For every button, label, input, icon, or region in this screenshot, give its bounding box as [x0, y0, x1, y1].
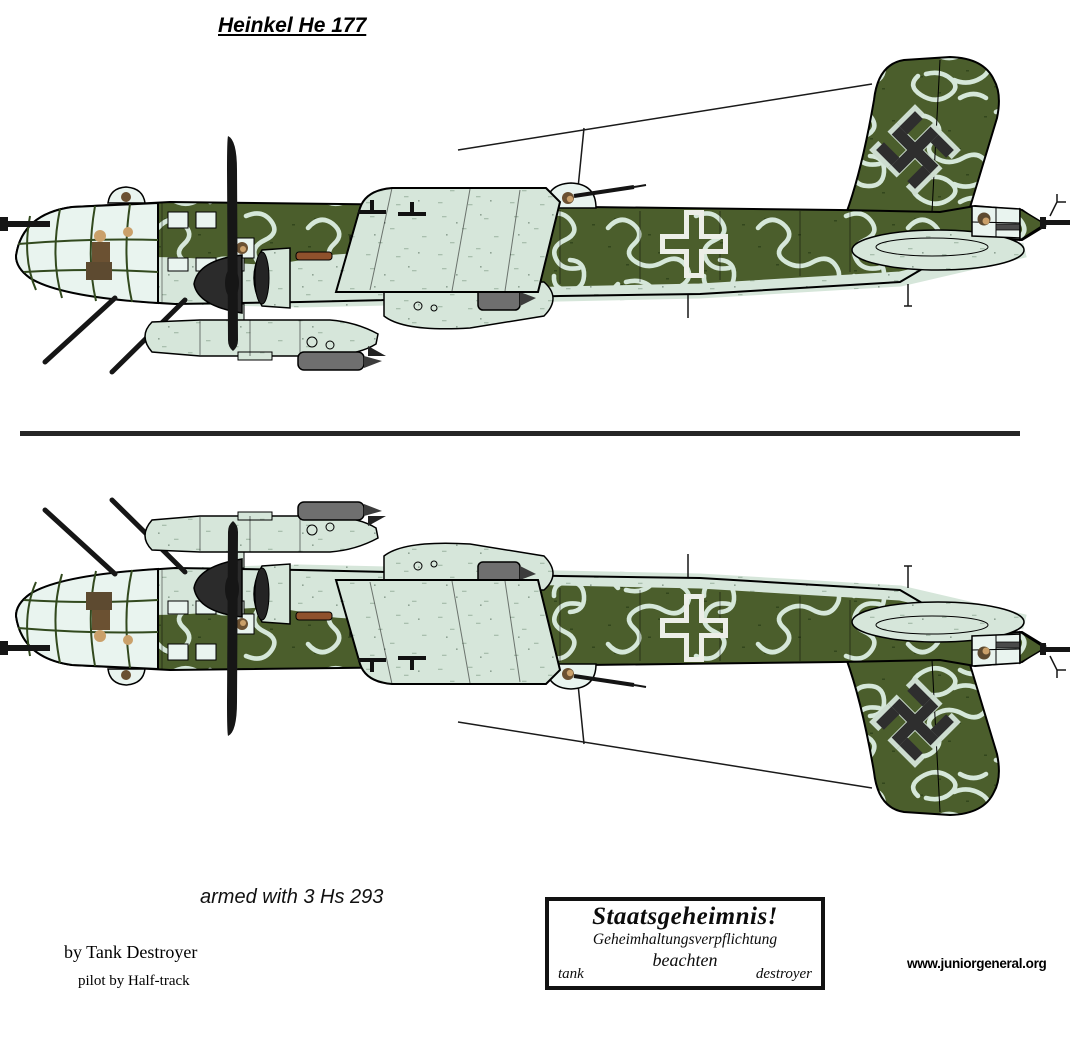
divider-line [20, 431, 1020, 436]
stamp-headline: Staatsgeheimnis! [592, 903, 778, 930]
aircraft-bottom-profile-mirrored [0, 500, 1070, 815]
page-title: Heinkel He 177 [218, 14, 367, 37]
credit-author: by Tank Destroyer [64, 942, 198, 962]
stamp-bottom-right: destroyer [755, 966, 812, 982]
website-url: www.juniorgeneral.org [907, 956, 1047, 971]
credit-pilot: pilot by Half-track [78, 973, 190, 989]
stamp-bottom-left: tank [558, 966, 584, 982]
stamp-line3: beachten [652, 950, 718, 970]
armament-caption: armed with 3 Hs 293 [200, 886, 384, 908]
aircraft-top-profile [0, 57, 1070, 372]
stamp-line2: Geheimhaltungsverpflichtung [592, 931, 778, 948]
secrecy-stamp: Staatsgeheimnis! Geheimhaltungsverpflich… [545, 897, 825, 990]
